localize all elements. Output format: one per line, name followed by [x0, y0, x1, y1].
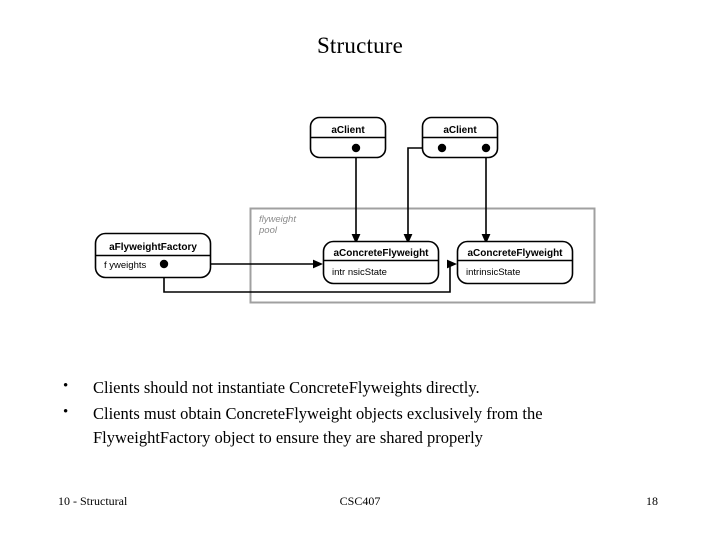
connector-client2-to-concrete1 — [403, 147, 442, 244]
connector-client1-to-concrete1 — [351, 149, 361, 244]
uml-box-client2: aClient — [421, 116, 499, 159]
bullet-list: • Clients should not instantiate Concret… — [58, 376, 658, 452]
slide-footer: 10 - Structural CSC407 18 — [0, 494, 720, 514]
link-endpoint-dot — [159, 259, 169, 269]
bullet-marker: • — [63, 378, 69, 394]
uml-box-concrete-flyweight-2-attribute: intrinsicState — [466, 267, 520, 278]
uml-box-concrete-flyweight-1: aConcreteFlyweight intr nsicState — [322, 240, 440, 285]
footer-page-number: 18 — [646, 494, 658, 508]
link-endpoint-dot — [481, 143, 491, 153]
flyweight-structure-diagram: aClient aClient aFlyweightFactory f ywei… — [0, 95, 720, 320]
uml-box-concrete-flyweight-2-name: aConcreteFlyweight — [467, 248, 563, 259]
uml-box-concrete-flyweight-1-name: aConcreteFlyweight — [333, 248, 429, 259]
link-endpoint-dot — [351, 143, 361, 153]
list-item: • Clients should not instantiate Concret… — [58, 376, 658, 399]
uml-box-flyweight-factory: aFlyweightFactory f yweights — [94, 232, 212, 279]
flyweight-pool-label-line2: pool — [258, 225, 278, 236]
uml-box-client1: aClient — [309, 116, 387, 159]
uml-box-flyweight-factory-name: aFlyweightFactory — [109, 242, 197, 253]
footer-section-label: 10 - Structural — [58, 494, 128, 508]
page-title: Structure — [316, 33, 404, 58]
list-item: • Clients must obtain ConcreteFlyweight … — [58, 402, 658, 449]
uml-box-concrete-flyweight-2: aConcreteFlyweight intrinsicState — [456, 240, 574, 285]
link-endpoint-dot — [437, 143, 447, 153]
uml-box-flyweight-factory-attribute: f yweights — [104, 260, 146, 271]
flyweight-pool-label-line1: flyweight — [259, 214, 296, 225]
bullet-text: Clients should not instantiate ConcreteF… — [93, 378, 480, 397]
uml-box-concrete-flyweight-1-attribute: intr nsicState — [332, 267, 387, 278]
uml-box-client2-name: aClient — [443, 125, 477, 136]
footer-course-label: CSC407 — [339, 494, 381, 508]
bullet-text: Clients must obtain ConcreteFlyweight ob… — [93, 404, 543, 447]
uml-box-client1-name: aClient — [331, 125, 365, 136]
bullet-marker: • — [63, 404, 69, 421]
flyweight-pool-container — [249, 207, 596, 304]
connector-client2-to-concrete2 — [481, 149, 491, 244]
